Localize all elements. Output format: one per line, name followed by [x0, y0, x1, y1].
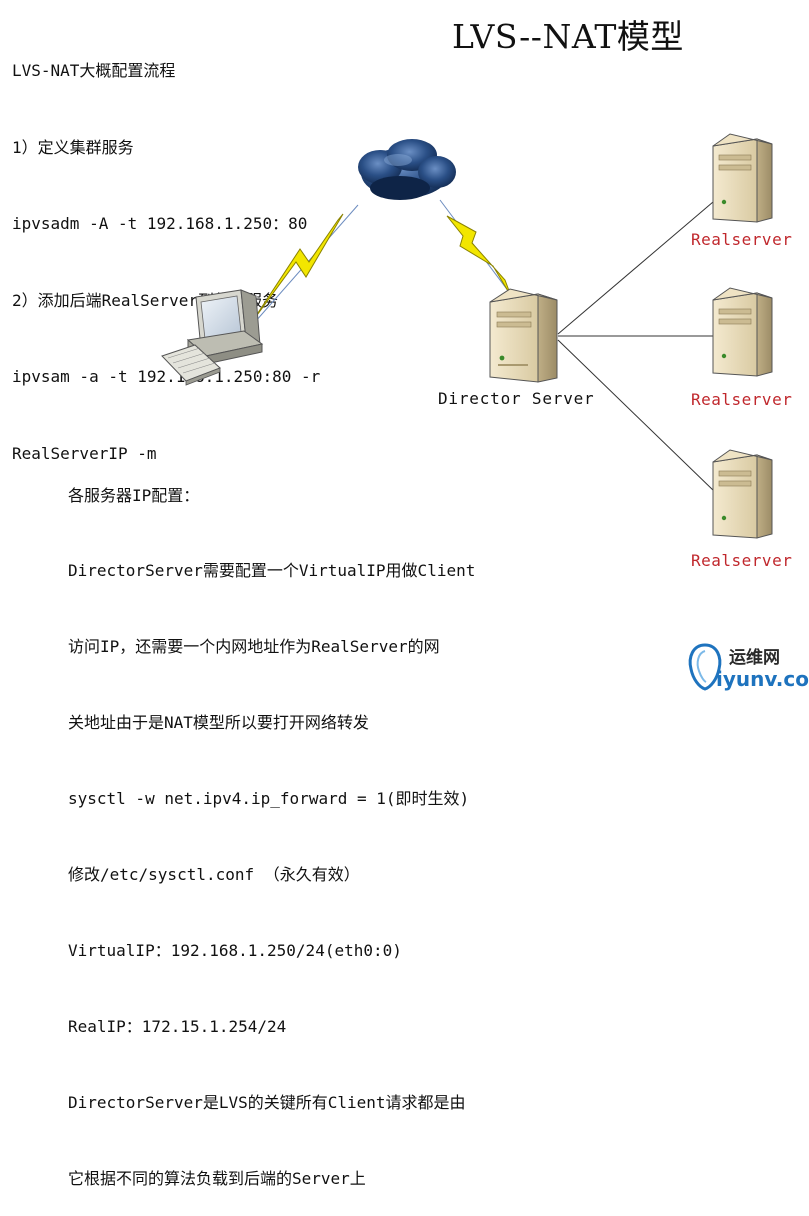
watermark: 运维网 iyunv.com [685, 641, 809, 695]
step-line: ipvsam -a -t 192.168.1.250:80 -r [12, 367, 321, 386]
client-computer-icon [161, 289, 264, 386]
watermark-name: 运维网 [729, 648, 780, 668]
note-line: RealIP：172.15.1.254/24 [68, 1016, 287, 1036]
note-line: VirtualIP：192.168.1.250/24(eth0:0) [68, 940, 402, 960]
ip-config-notes: 各服务器IP配置： DirectorServer需要配置一个VirtualIP用… [68, 432, 475, 1216]
config-steps: LVS-NAT大概配置流程 1）定义集群服务 ipvsadm -A -t 192… [12, 7, 320, 492]
director-server-label: Director Server [438, 389, 595, 408]
note-line: sysctl -w net.ipv4.ip_forward = 1(即时生效) [68, 789, 470, 809]
director-server-icon [489, 288, 558, 383]
lightning-icon [251, 213, 512, 323]
realserver-label: Realserver [691, 551, 793, 570]
watermark-logo-icon [688, 643, 722, 691]
step-line: LVS-NAT大概配置流程 [12, 61, 176, 80]
note-line: 关地址由于是NAT模型所以要打开网络转发 [68, 713, 369, 733]
step-line: ipvsadm -A -t 192.168.1.250：80 [12, 214, 308, 233]
realserver-icon [712, 287, 773, 377]
watermark-domain: iyunv.com [716, 667, 809, 691]
realserver-icon [712, 133, 773, 223]
note-line: 它根据不同的算法负载到后端的Server上 [68, 1168, 366, 1188]
diagram-title: LVS--NAT模型 [452, 17, 684, 56]
note-line: DirectorServer需要配置一个VirtualIP用做Client [68, 561, 476, 581]
note-line: 访问IP，还需要一个内网地址作为RealServer的网 [68, 637, 440, 657]
step-line: RealServerIP -m [12, 443, 157, 463]
step-line: 1）定义集群服务 [12, 137, 134, 157]
link-realserver-1 [557, 201, 714, 335]
realserver-label: Realserver [691, 390, 793, 409]
cloud-icon [358, 139, 456, 200]
note-line: 各服务器IP配置： [68, 485, 200, 505]
note-line: DirectorServer是LVS的关键所有Client请求都是由 [68, 1092, 466, 1112]
realserver-label: Realserver [691, 230, 793, 249]
link-realserver-3 [557, 339, 716, 493]
realserver-icon [712, 449, 773, 539]
connection-lines [557, 201, 716, 493]
network-diagram [161, 133, 773, 539]
note-line: 修改/etc/sysctl.conf （永久有效） [68, 865, 360, 885]
